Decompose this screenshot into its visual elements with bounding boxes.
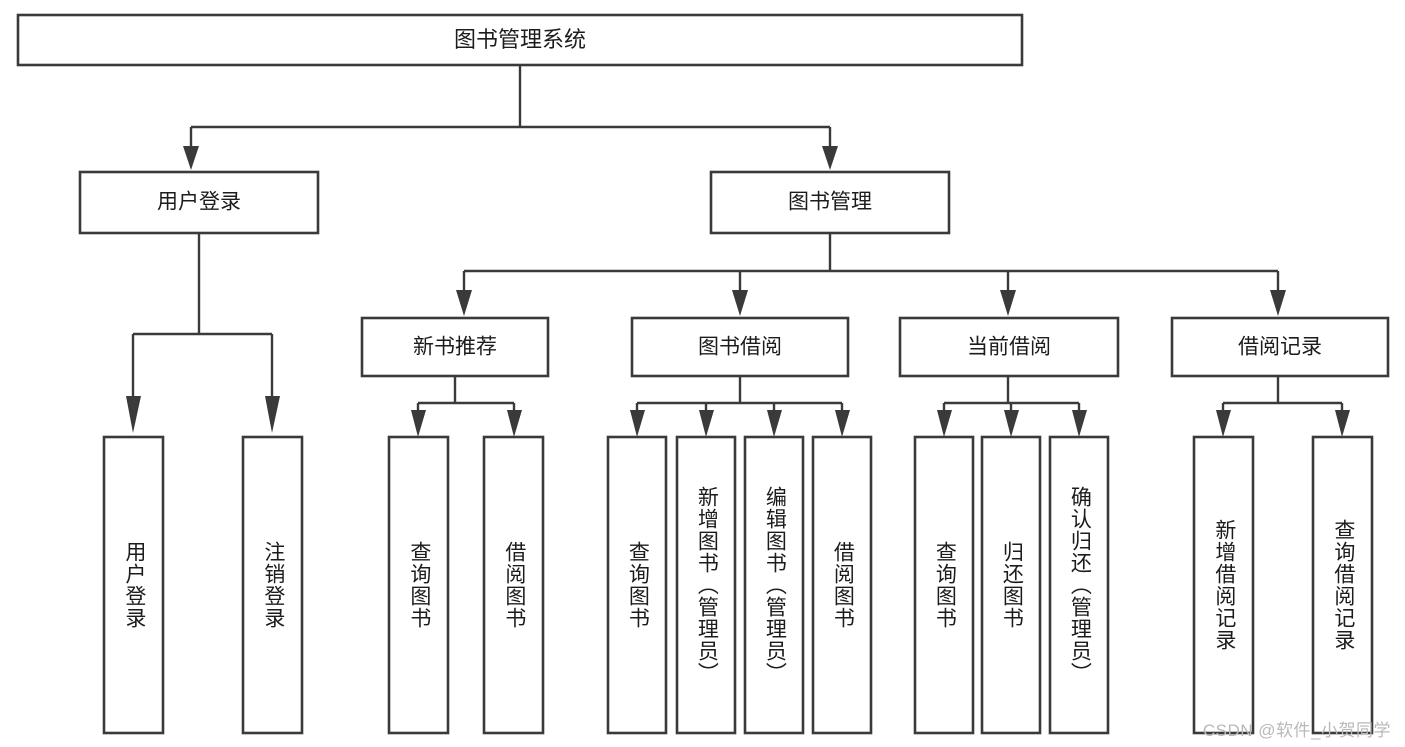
node-leaf-add-record-box[interactable] <box>1192 435 1255 735</box>
arrow-head-leaf-add-record <box>1216 410 1231 437</box>
node-leaf-user-login-box[interactable] <box>102 435 165 735</box>
node-current-borrow-box[interactable] <box>898 316 1120 378</box>
arrow-head-leaf-query-book-2 <box>630 410 645 437</box>
arrow-head-leaf-query-book-3 <box>937 410 952 437</box>
node-user-login-box[interactable] <box>78 170 320 235</box>
arrow-head-leaf-edit-book <box>767 410 782 437</box>
arrow-head-leaf-add-book <box>699 410 714 437</box>
node-leaf-confirm-return-box[interactable] <box>1048 435 1110 735</box>
node-leaf-query-book-1-box[interactable] <box>387 435 450 735</box>
node-book-borrow-label: 图书借阅 <box>698 336 782 359</box>
arrow-head-leaf-query-record <box>1335 410 1350 437</box>
arrow-head-book-management <box>822 146 838 170</box>
node-current-borrow-label: 当前借阅 <box>967 336 1051 359</box>
node-new-book-recommend-label: 新书推荐 <box>413 336 497 359</box>
arrow-head-user-login <box>183 146 199 170</box>
node-leaf-query-book-3-box[interactable] <box>913 435 975 735</box>
arrow-head-leaf-borrow-book-1 <box>507 410 522 437</box>
node-leaf-query-book-2-box[interactable] <box>606 435 668 735</box>
node-leaf-query-record-box[interactable] <box>1311 435 1374 735</box>
node-book-borrow-box[interactable] <box>630 316 850 378</box>
node-new-book-recommend-box[interactable] <box>360 316 550 378</box>
arrow-head-current-borrow <box>1000 290 1016 316</box>
node-book-management-label: 图书管理 <box>788 191 872 214</box>
node-root-label: 图书管理系统 <box>454 27 586 52</box>
watermark-text: CSDN @软件_小贺同学 <box>1202 721 1391 740</box>
node-leaf-borrow-book-2-box[interactable] <box>811 435 873 735</box>
node-leaf-logout-box[interactable] <box>241 435 304 735</box>
node-layer: 图书管理系统 用户登录 图书管理 新书推荐 图书借阅 当前借阅 借阅记录 <box>16 13 1390 735</box>
arrow-head-new-book-recommend <box>456 290 472 316</box>
node-book-management-box[interactable] <box>709 170 951 235</box>
node-leaf-return-book-box[interactable] <box>980 435 1042 735</box>
node-leaf-edit-book-box[interactable] <box>743 435 805 735</box>
arrow-head-leaf-return-book <box>1004 410 1019 437</box>
arrow-head-leaf-user-login <box>126 396 141 433</box>
node-leaf-borrow-book-1-box[interactable] <box>482 435 545 735</box>
node-root-box[interactable] <box>16 13 1024 67</box>
node-borrow-record-box[interactable] <box>1170 316 1390 378</box>
arrow-head-leaf-confirm-return <box>1072 410 1087 437</box>
node-borrow-record-label: 借阅记录 <box>1238 336 1322 359</box>
arrow-head-book-borrow <box>732 290 748 316</box>
arrow-head-leaf-query-book-1 <box>411 410 426 437</box>
arrow-head-borrow-record <box>1270 290 1286 316</box>
node-leaf-add-book-box[interactable] <box>675 435 737 735</box>
arrow-head-leaf-logout <box>265 396 280 433</box>
arrow-head-leaf-borrow-book-2 <box>835 410 850 437</box>
node-user-login-label: 用户登录 <box>157 191 241 214</box>
connector-layer <box>126 65 1350 437</box>
